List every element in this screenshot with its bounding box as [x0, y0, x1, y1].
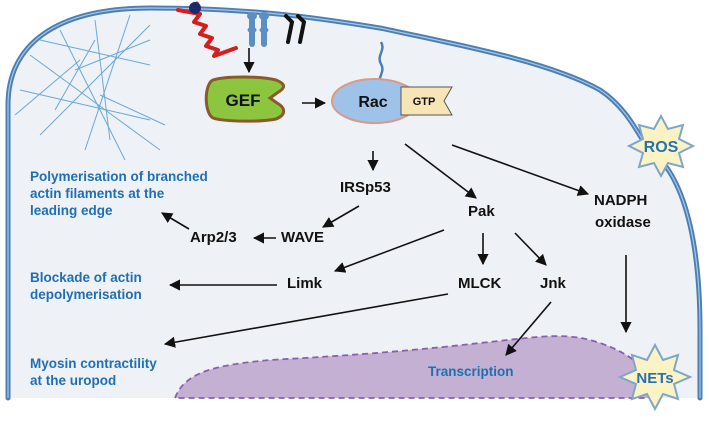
gef-label: GEF	[226, 91, 261, 110]
serpentine-receptor-icon	[176, 1, 238, 58]
myosin-note: Myosin contractility at the uropod	[30, 356, 157, 388]
fc-receptor-icon	[284, 14, 307, 44]
wave-label: WAVE	[281, 229, 325, 246]
nets-label: NETs	[636, 370, 673, 387]
pathway-arrows	[161, 48, 632, 356]
irsp53-label: IRSp53	[340, 179, 391, 196]
nucleus	[173, 335, 662, 399]
ros-label: ROS	[644, 139, 679, 156]
jnk-label: Jnk	[540, 275, 566, 292]
actin-filament-network	[14, 14, 166, 161]
integrin-receptor-icon	[247, 12, 269, 47]
limk-label: Limk	[287, 275, 323, 292]
transcription-note: Transcription	[428, 364, 514, 379]
rac-label: Rac	[358, 94, 387, 111]
gef-shape	[204, 75, 286, 123]
arp23-label: Arp2/3	[190, 229, 237, 246]
nadph-label: NADPH	[594, 192, 648, 209]
blockade-note: Blockade of actin depolymerisation	[30, 270, 142, 302]
polymerisation-note: Polymerisation of branched actin filamen…	[30, 169, 208, 218]
gtp-label: GTP	[413, 96, 436, 108]
cell-cytoplasm	[8, 8, 700, 398]
pak-label: Pak	[468, 203, 495, 220]
nets-star-icon: NETs	[617, 342, 693, 412]
oxidase-label: oxidase	[595, 214, 651, 231]
gtp-tag	[400, 86, 453, 116]
mlck-label: MLCK	[458, 275, 502, 292]
ros-star-icon: ROS	[626, 113, 696, 179]
